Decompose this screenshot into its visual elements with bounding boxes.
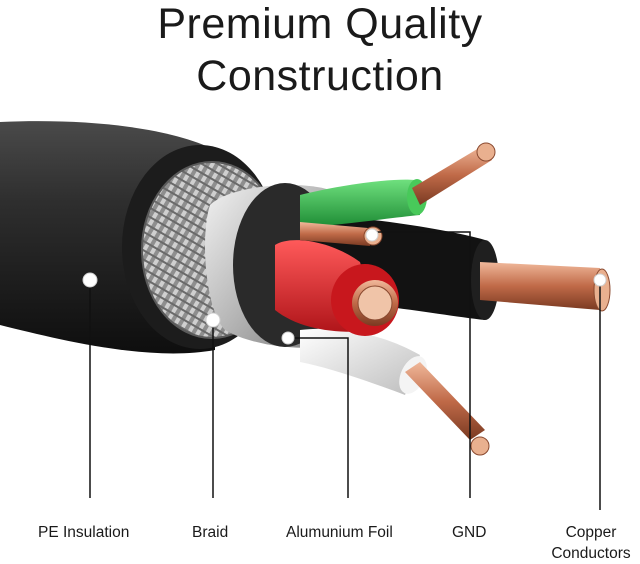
- green-wire: [300, 179, 427, 228]
- dot-aluminium-foil: [281, 331, 295, 345]
- label-copper-line-2: Conductors: [551, 545, 631, 562]
- leader-gnd: [372, 231, 471, 498]
- label-aluminium-foil: Alumunium Foil: [286, 524, 393, 541]
- dot-braid: [205, 312, 221, 328]
- leader-aluminium-foil: [288, 337, 349, 498]
- label-gnd: GND: [452, 524, 487, 541]
- white-wire: [300, 328, 427, 395]
- label-pe-insulation: PE Insulation: [38, 524, 130, 541]
- title-line-2: Construction: [196, 52, 444, 100]
- label-braid: Braid: [192, 524, 229, 541]
- page-title: Premium Quality Construction: [0, 0, 640, 102]
- dot-gnd: [365, 228, 379, 242]
- dot-copper: [593, 273, 607, 287]
- title-line-1: Premium Quality: [157, 0, 483, 48]
- copper-conductors: [300, 142, 611, 456]
- leader-lines: [89, 231, 601, 510]
- dot-pe-insulation: [82, 272, 98, 288]
- marker-dots: [82, 228, 607, 345]
- label-copper-line-1: Copper: [565, 524, 617, 541]
- label-copper-conductors: Copper Conductors: [545, 522, 637, 564]
